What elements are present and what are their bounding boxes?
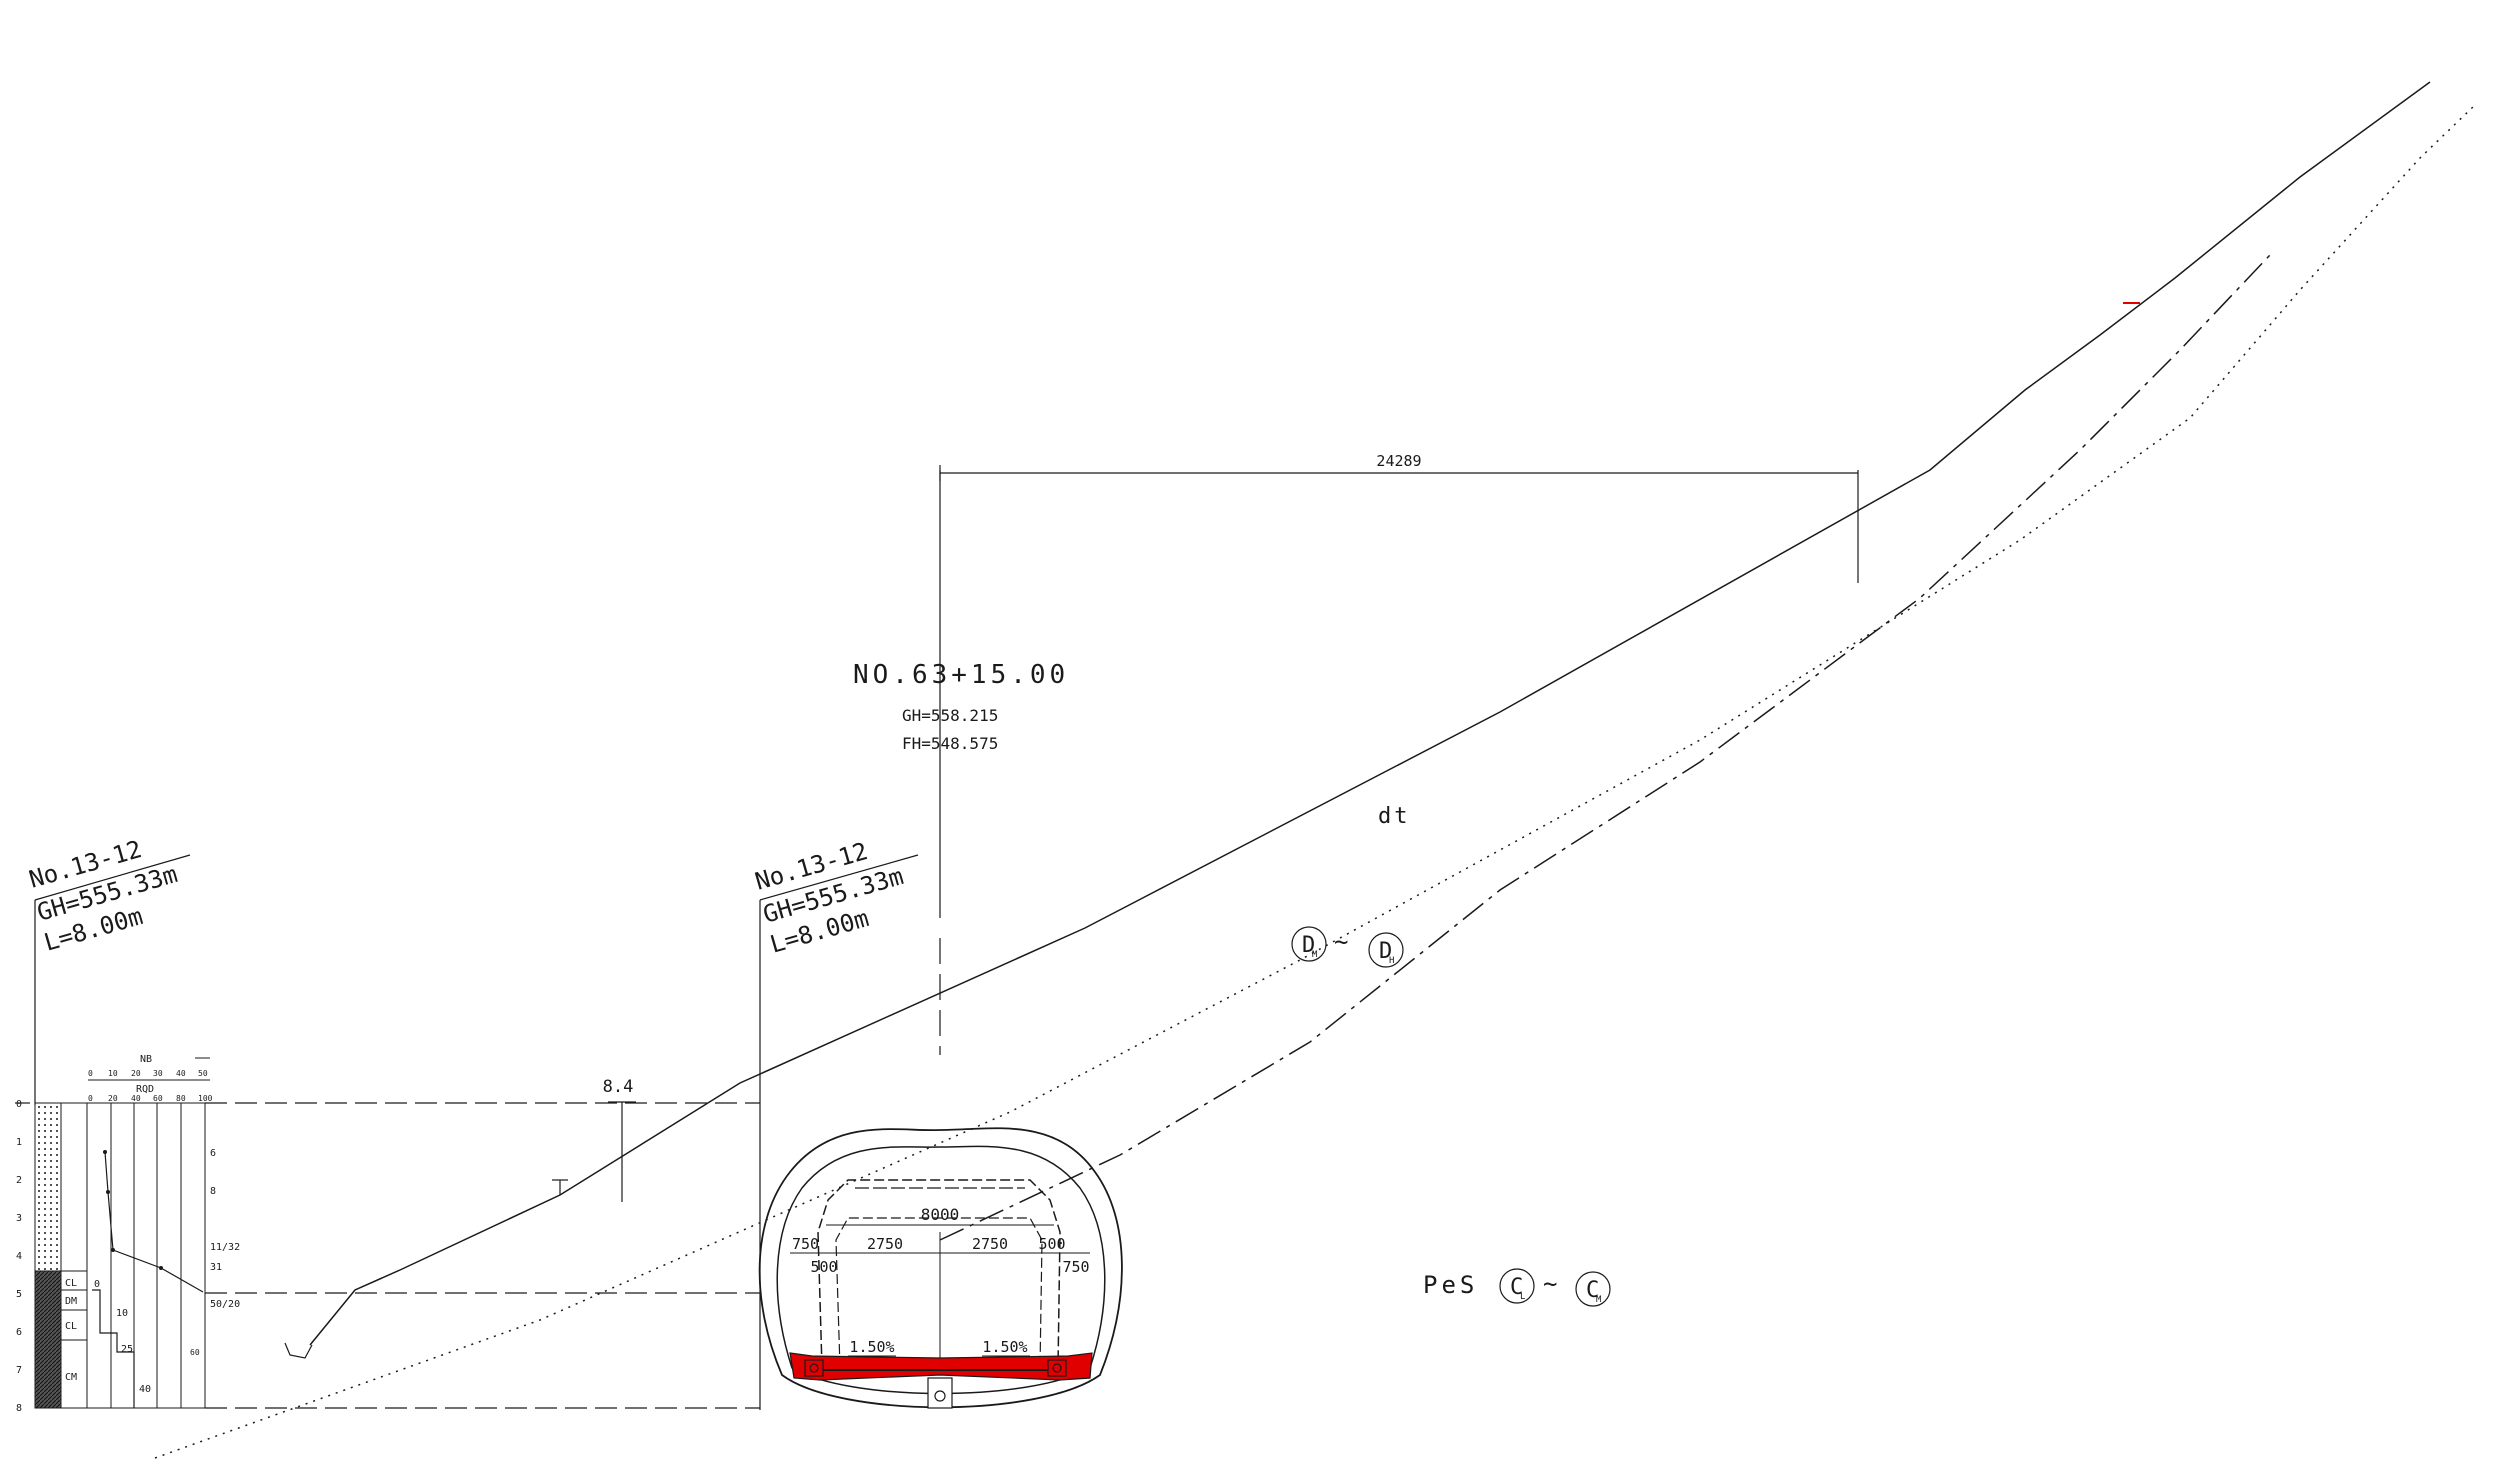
tunnel-section: 8000 750 2750 2750 500 500 750 1.50% 1.5… (758, 1127, 1123, 1409)
svg-text:20: 20 (131, 1069, 141, 1078)
zone-lower-label: PeS C L ~ C M (1423, 1268, 1611, 1307)
depth-scale: 0 1 2 3 4 5 6 7 8 (16, 1099, 22, 1414)
svg-text:25: 25 (121, 1344, 133, 1355)
svg-text:NB: NB (140, 1054, 152, 1065)
svg-text:D: D (1379, 939, 1392, 964)
svg-text:1: 1 (16, 1137, 22, 1148)
weathering-boundary-dotted (154, 104, 2476, 1459)
svg-text:CL: CL (65, 1278, 77, 1289)
zone-upper-label: D M ~ D H (1291, 926, 1404, 968)
svg-text:60: 60 (153, 1094, 163, 1103)
svg-text:~: ~ (1334, 928, 1348, 956)
station-fh: FH=548.575 (902, 734, 998, 753)
svg-text:40: 40 (131, 1094, 141, 1103)
dimension-overall: 24289 (1376, 452, 1421, 470)
svg-text:2750: 2750 (972, 1235, 1008, 1253)
svg-text:80: 80 (176, 1094, 186, 1103)
ground-surface-line (309, 81, 2431, 1346)
svg-text:0: 0 (88, 1069, 93, 1078)
svg-text:20: 20 (108, 1094, 118, 1103)
svg-text:CM: CM (65, 1372, 77, 1383)
svg-text:M: M (1596, 1295, 1602, 1305)
svg-text:CL: CL (65, 1321, 77, 1332)
svg-text:31: 31 (210, 1262, 222, 1273)
svg-text:6: 6 (16, 1327, 22, 1338)
svg-text:1.50%: 1.50% (982, 1338, 1027, 1356)
borehole-label-1: No.13-12 GH=555.33m L=8.00m (26, 835, 191, 1105)
svg-text:750: 750 (792, 1235, 819, 1253)
svg-text:0: 0 (94, 1279, 100, 1290)
svg-text:2: 2 (16, 1175, 22, 1186)
svg-text:60: 60 (190, 1348, 200, 1357)
svg-text:500: 500 (1038, 1235, 1065, 1253)
svg-text:L: L (1520, 1292, 1525, 1302)
svg-text:500: 500 (810, 1258, 837, 1276)
station-gh: GH=558.215 (902, 706, 998, 725)
svg-text:H: H (1389, 956, 1394, 966)
borehole-log: CL DM CL CM 0 1 2 3 4 5 6 7 8 NB 0 10 20… (15, 1054, 240, 1414)
svg-text:6: 6 (210, 1148, 216, 1159)
borehole-label-2: No.13-12 GH=555.33m L=8.00m (752, 837, 919, 1410)
svg-text:C: C (1586, 1278, 1599, 1303)
svg-text:8: 8 (210, 1186, 216, 1197)
svg-text:0: 0 (16, 1099, 22, 1110)
svg-text:10: 10 (116, 1308, 128, 1319)
svg-text:1.50%: 1.50% (849, 1338, 894, 1356)
svg-text:50/20: 50/20 (210, 1299, 240, 1310)
svg-text:30: 30 (153, 1069, 163, 1078)
svg-text:40: 40 (176, 1069, 186, 1078)
svg-text:5: 5 (16, 1289, 22, 1300)
dimension-depth: 8.4 (603, 1077, 634, 1097)
svg-text:4: 4 (16, 1251, 22, 1262)
svg-text:8: 8 (16, 1403, 22, 1414)
svg-text:3: 3 (16, 1213, 22, 1224)
station-name: NO.63+15.00 (853, 660, 1069, 690)
svg-text:M: M (1312, 950, 1318, 960)
svg-text:7: 7 (16, 1365, 22, 1376)
svg-text:100: 100 (198, 1094, 213, 1103)
svg-text:0: 0 (88, 1094, 93, 1103)
svg-text:750: 750 (1062, 1258, 1089, 1276)
invert-pavement (789, 1352, 1093, 1381)
svg-text:PeS: PeS (1423, 1271, 1478, 1299)
svg-text:C: C (1510, 1275, 1523, 1300)
svg-text:D: D (1302, 933, 1315, 958)
svg-text:~: ~ (1543, 1270, 1557, 1298)
svg-text:DM: DM (65, 1296, 77, 1307)
ditch (284, 1342, 313, 1359)
svg-text:50: 50 (198, 1069, 208, 1078)
svg-text:40: 40 (139, 1384, 151, 1395)
zone-dt-label: dt (1378, 804, 1411, 829)
svg-text:2750: 2750 (867, 1235, 903, 1253)
svg-text:11/32: 11/32 (210, 1242, 240, 1253)
dimension-width: 8000 (921, 1205, 960, 1224)
rock-boundary-dashdot (939, 254, 2271, 1241)
svg-text:RQD: RQD (136, 1084, 154, 1095)
svg-text:10: 10 (108, 1069, 118, 1078)
